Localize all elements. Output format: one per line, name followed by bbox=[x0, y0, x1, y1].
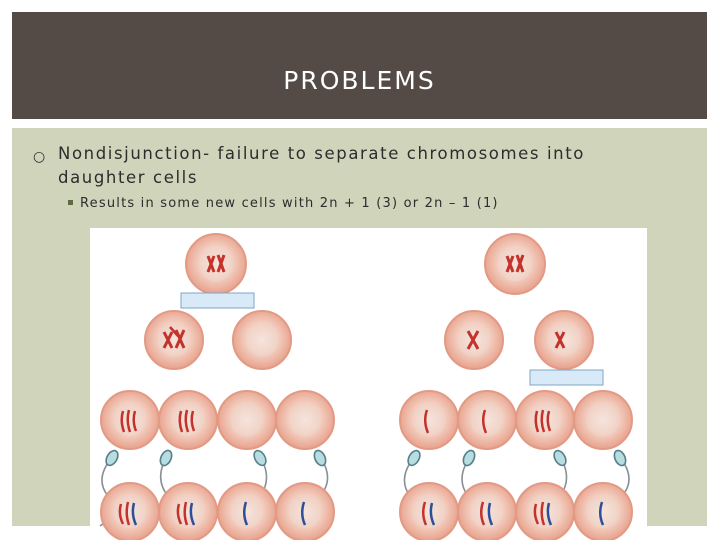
cell-left-daughter-2 bbox=[232, 310, 292, 370]
gamete-cell bbox=[573, 390, 633, 450]
title-bar: PROBLEMS bbox=[12, 12, 707, 119]
zygote-cell bbox=[217, 482, 277, 540]
zygote-cells-row bbox=[100, 482, 633, 540]
cell-right-daughter-1 bbox=[444, 310, 504, 370]
gamete-cell bbox=[515, 390, 575, 450]
cell-right-parent bbox=[484, 233, 546, 295]
zygote-cell bbox=[457, 482, 517, 540]
gamete-cell bbox=[158, 390, 218, 450]
gamete-cell bbox=[217, 390, 277, 450]
bullet-results-text: Results in some new cells with 2n + 1 (3… bbox=[80, 196, 499, 211]
nondisjunction-diagram bbox=[90, 228, 647, 540]
zygote-cell bbox=[275, 482, 335, 540]
zygote-cell bbox=[399, 482, 459, 540]
cell-left-daughter-1 bbox=[144, 310, 204, 370]
zygote-cell bbox=[100, 482, 160, 540]
gamete-cell bbox=[275, 390, 335, 450]
cell-right-daughter-2 bbox=[534, 310, 594, 370]
zygote-cell bbox=[573, 482, 633, 540]
gamete-cell bbox=[399, 390, 459, 450]
gamete-cell bbox=[100, 390, 160, 450]
cell-left-parent bbox=[185, 233, 247, 295]
slide-title: PROBLEMS bbox=[283, 66, 436, 95]
gamete-cell bbox=[457, 390, 517, 450]
label-box-left bbox=[180, 292, 255, 309]
nondisjunction-diagram-svg bbox=[99, 233, 633, 540]
gamete-cells-row bbox=[100, 390, 633, 450]
zygote-cell bbox=[515, 482, 575, 540]
bullet-nondisjunction: ○ Nondisjunction- failure to separate ch… bbox=[33, 142, 678, 190]
hollow-circle-bullet-icon: ○ bbox=[33, 149, 47, 165]
square-bullet-icon bbox=[68, 200, 73, 205]
bullet-nondisjunction-text: Nondisjunction- failure to separate chro… bbox=[58, 144, 585, 187]
bullet-results: Results in some new cells with 2n + 1 (3… bbox=[68, 195, 688, 213]
label-box-right bbox=[529, 369, 604, 386]
zygote-cell bbox=[158, 482, 218, 540]
